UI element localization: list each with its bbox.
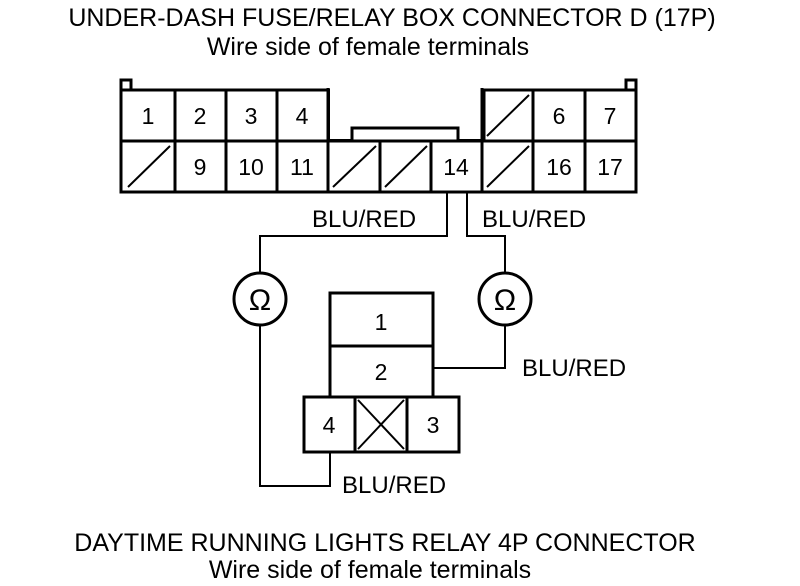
relay-lower-body	[302, 395, 461, 454]
wire-label: BLU/RED	[312, 206, 416, 233]
top-connector-title: UNDER-DASH FUSE/RELAY BOX CONNECTOR D (1…	[68, 4, 715, 32]
top-connector-subtitle: Wire side of female terminals	[207, 33, 529, 61]
pin-label: 7	[604, 103, 617, 129]
pin-label: 6	[553, 103, 566, 129]
ohmmeter-right: Ω	[477, 271, 533, 327]
ohm-meter-icon	[477, 271, 533, 327]
wire-14-to-right-meter	[466, 192, 506, 272]
pin-label: 14	[443, 154, 469, 180]
wiring	[259, 192, 506, 487]
relay-connector-title: DAYTIME RUNNING LIGHTS RELAY 4P CONNECTO…	[74, 529, 695, 557]
wire-label: BLU/RED	[522, 355, 626, 382]
ohm-symbol: Ω	[249, 284, 271, 317]
empty-cavities	[127, 94, 530, 188]
ohm-symbol: Ω	[494, 284, 516, 317]
empty-cavity-x	[357, 399, 405, 450]
wire-label: BLU/RED	[482, 206, 586, 233]
pin-label: 3	[245, 103, 258, 129]
pin-label: 17	[597, 154, 623, 180]
pin-label: 2	[194, 103, 207, 129]
connector-gap	[330, 88, 481, 139]
pin-label: 2	[375, 359, 388, 385]
pin-label: 3	[427, 412, 440, 438]
pin-label: 1	[375, 309, 388, 335]
wire-label: BLU/RED	[342, 472, 446, 499]
pin-label: 4	[296, 103, 309, 129]
ohmmeter-left: Ω	[232, 271, 288, 327]
pin-label: 9	[194, 154, 207, 180]
wire-right-meter-to-pin2	[433, 326, 506, 369]
relay-4p-connector	[302, 291, 461, 454]
wire-14-to-left-meter	[259, 192, 448, 272]
pin-label: 1	[142, 103, 155, 129]
ohm-meter-icon	[232, 271, 288, 327]
relay-connector-subtitle: Wire side of female terminals	[209, 556, 531, 584]
pin-label: 16	[546, 154, 572, 180]
pin-label: 10	[238, 154, 264, 180]
wire-left-meter-to-pin4	[259, 326, 331, 487]
pin-label: 4	[323, 412, 336, 438]
pin-label: 11	[290, 154, 314, 180]
